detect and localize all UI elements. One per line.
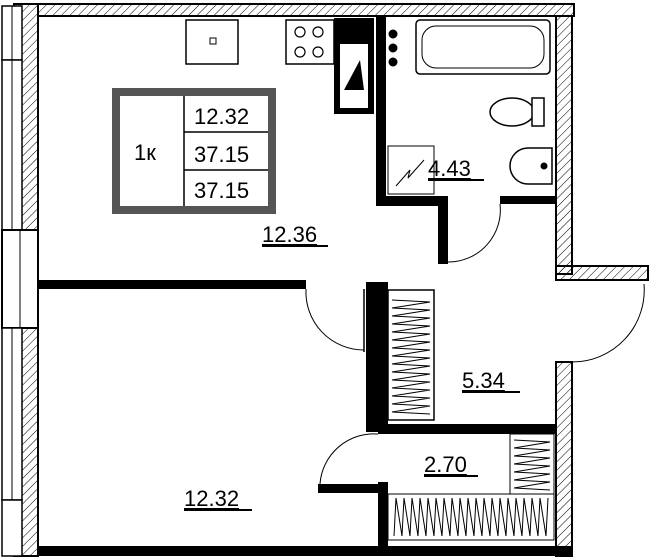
washbasin-icon <box>509 147 553 185</box>
storage-closet <box>387 433 555 541</box>
door-bathroom <box>447 203 501 263</box>
info-box-frame <box>112 88 276 214</box>
right-lower-wall <box>555 361 573 557</box>
area-bathroom: 4.43 <box>428 156 471 181</box>
room-count: 1к <box>134 140 156 165</box>
bathroom-fixtures <box>387 19 553 195</box>
door-storage <box>319 433 379 485</box>
wall-closet <box>366 282 388 432</box>
room-labels: 12.36 4.43 5.34 2.70 12.32 <box>184 156 505 511</box>
window-bottom <box>1 499 23 557</box>
wall-kitchen-bedroom <box>38 280 306 289</box>
info-value-living: 12.32 <box>194 104 249 129</box>
doors <box>305 203 645 485</box>
wall-storage-top <box>378 424 556 434</box>
wall-storage-left <box>378 482 388 546</box>
vent-icon <box>395 159 425 187</box>
area-hallway: 5.34 <box>462 368 505 393</box>
hallway-closet <box>387 289 435 421</box>
label-underlines <box>184 179 520 511</box>
toilet-icon <box>489 97 535 127</box>
right-upper-wall <box>555 15 573 275</box>
sink-icon <box>185 19 239 65</box>
interior-walls <box>38 16 556 546</box>
top-wall <box>37 3 575 17</box>
vent-box <box>387 145 435 195</box>
wall-bedroom-storage <box>318 484 386 493</box>
info-value-total-coef: 37.15 <box>194 178 249 203</box>
bottom-wall <box>38 546 572 556</box>
apartment-info-box: 1к 12.32 37.15 37.15 <box>112 88 276 214</box>
door-entrance <box>571 283 645 363</box>
wall-bath-bottom-right <box>500 196 556 204</box>
info-value-total: 37.15 <box>194 142 249 167</box>
area-kitchen: 12.36 <box>262 222 317 247</box>
windows <box>1 5 39 557</box>
kitchen-fixtures <box>185 18 374 114</box>
area-storage: 2.70 <box>424 452 467 477</box>
wall-bath-stub <box>438 196 448 264</box>
door-bedroom <box>305 288 365 351</box>
area-bedroom: 12.32 <box>184 486 239 511</box>
wall-bath-bottom-left <box>376 196 448 206</box>
stove-icon <box>285 19 335 65</box>
wall-bath-left <box>376 16 386 206</box>
right-step-wall <box>555 265 649 281</box>
